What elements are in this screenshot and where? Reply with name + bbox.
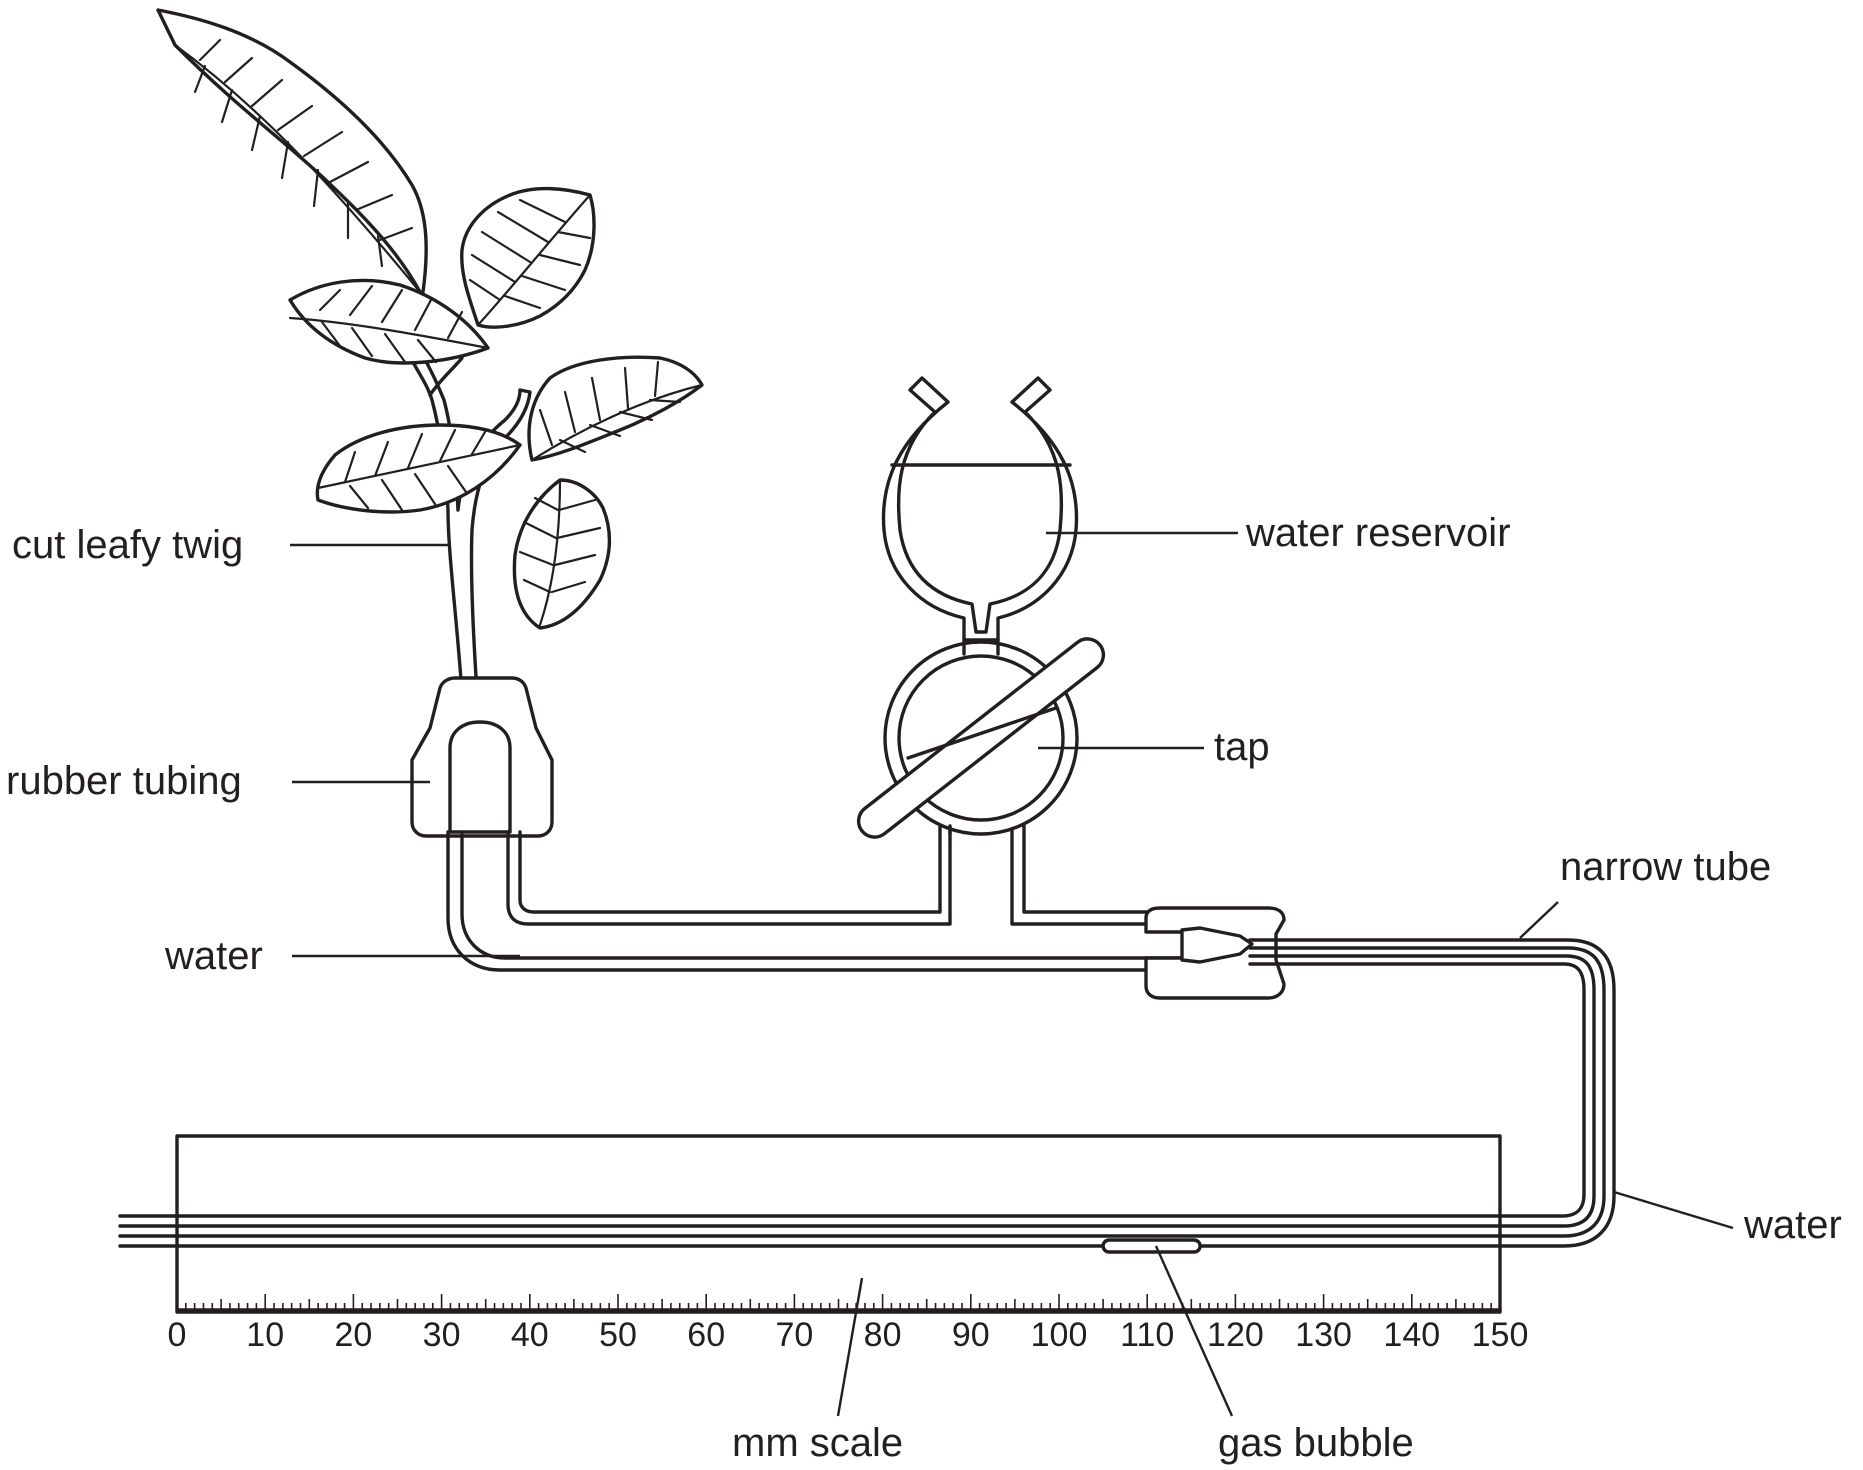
scale-tick-label: 30 — [423, 1316, 461, 1354]
leaf-top — [156, 8, 428, 294]
scale-tick-label: 100 — [1031, 1316, 1088, 1354]
leaf-mid-left — [288, 278, 490, 365]
scale-tick-label: 40 — [511, 1316, 549, 1354]
leader-narrow-tube — [1519, 901, 1559, 939]
label-gas-bubble: gas bubble — [1218, 1421, 1414, 1465]
label-tap: tap — [1214, 725, 1270, 769]
leaf-upper-right — [460, 186, 596, 329]
scale-tick-label: 60 — [687, 1316, 725, 1354]
label-rubber-tubing: rubber tubing — [6, 759, 242, 803]
twig-fork — [428, 356, 464, 397]
label-narrow-tube: narrow tube — [1560, 845, 1771, 889]
leaf-mid-right — [527, 355, 704, 462]
main-tube — [446, 824, 1184, 972]
leafy-twig — [156, 8, 704, 742]
scale-tick-label: 50 — [599, 1316, 637, 1354]
gas-bubble — [1101, 1238, 1202, 1254]
label-water-reservoir: water reservoir — [1245, 511, 1511, 555]
scale-tick-label: 10 — [246, 1316, 284, 1354]
scale-tick-label: 90 — [952, 1316, 990, 1354]
narrow-tube — [118, 938, 1616, 1248]
scale-tick-labels: 0 10 20 30 40 50 60 70 80 90 100 110 120 130 140 150 — [168, 1316, 1529, 1354]
scale-tick-label: 80 — [864, 1316, 902, 1354]
leader-bubble — [1154, 1245, 1234, 1417]
scale-tick-label: 110 — [1120, 1316, 1174, 1354]
mm-scale — [175, 1134, 1502, 1314]
leader-lines — [290, 531, 1734, 1417]
scale-tick-label: 20 — [334, 1316, 372, 1354]
leaf-lower-right — [512, 478, 612, 630]
tap — [856, 637, 1106, 839]
label-water-right: water — [1743, 1203, 1842, 1247]
scale-tick-label: 130 — [1295, 1316, 1352, 1354]
leader-water-right — [1613, 1190, 1734, 1230]
label-water-left: water — [164, 934, 263, 978]
leaf-lower-left — [315, 423, 522, 514]
rubber-tubing — [410, 676, 554, 838]
label-cut-leafy-twig: cut leafy twig — [12, 523, 243, 567]
scale-ticks — [176, 1294, 1501, 1310]
label-mm-scale: mm scale — [732, 1421, 903, 1465]
scale-tick-label: 0 — [168, 1316, 187, 1354]
scale-tick-label: 150 — [1472, 1316, 1529, 1354]
leader-scale — [836, 1277, 864, 1417]
scale-tick-label: 70 — [775, 1316, 813, 1354]
scale-tick-label: 120 — [1207, 1316, 1264, 1354]
connector — [1144, 906, 1286, 1000]
scale-tick-label: 140 — [1383, 1316, 1440, 1354]
water-reservoir — [881, 376, 1079, 656]
